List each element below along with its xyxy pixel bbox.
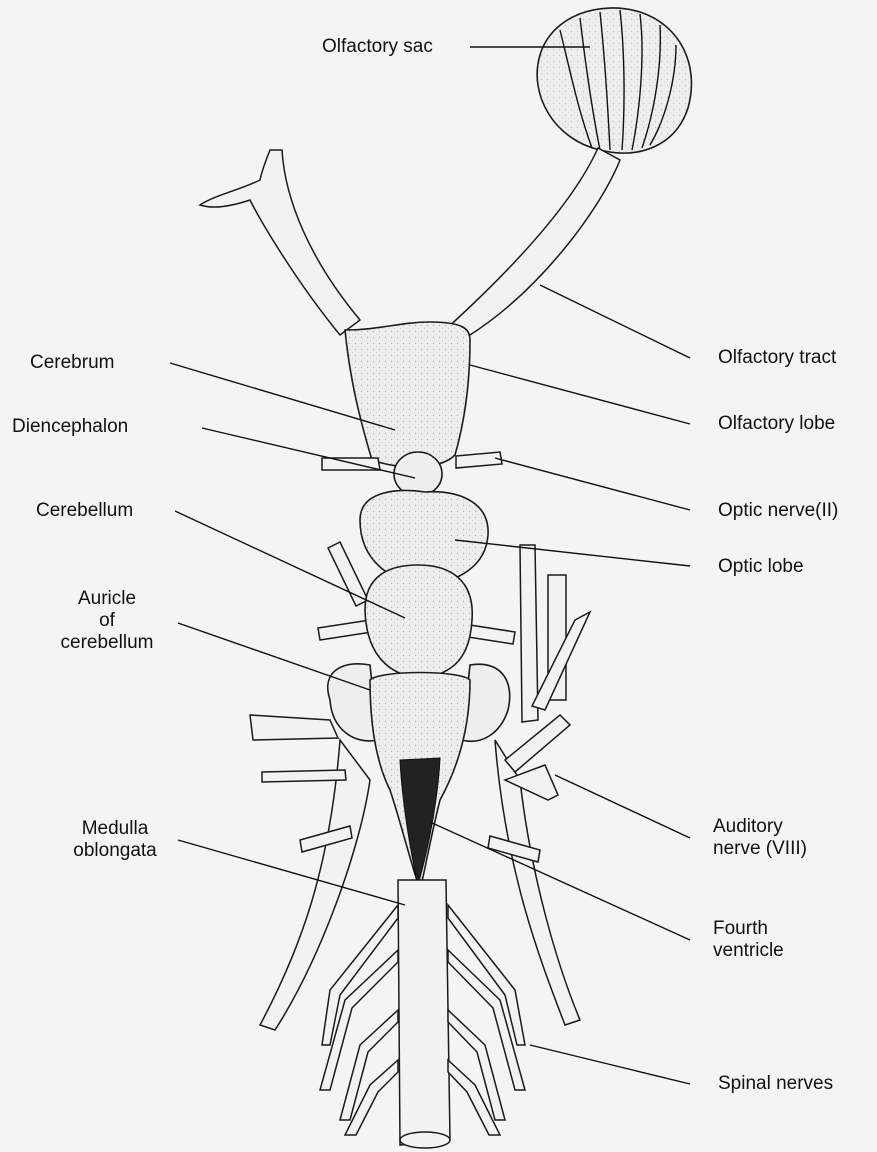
label-optic-nerve: Optic nerve(II) xyxy=(718,500,838,522)
spinal-cord-shape xyxy=(398,880,450,1145)
label-olfactory-sac: Olfactory sac xyxy=(322,36,433,58)
olfactory-tracts xyxy=(200,148,620,335)
label-diencephalon: Diencephalon xyxy=(12,416,128,438)
label-auditory-nerve: Auditory nerve (VIII) xyxy=(713,816,807,860)
diencephalon-shape xyxy=(394,452,442,496)
label-olfactory-tract: Olfactory tract xyxy=(718,347,836,369)
label-spinal-nerves: Spinal nerves xyxy=(718,1073,833,1095)
label-cerebellum: Cerebellum xyxy=(36,500,133,522)
label-auricle-of-cerebellum: Auricle of cerebellum xyxy=(42,588,172,654)
label-olfactory-lobe: Olfactory lobe xyxy=(718,413,835,435)
label-optic-lobe: Optic lobe xyxy=(718,556,804,578)
olfactory-sac-shape xyxy=(537,8,691,153)
label-cerebrum: Cerebrum xyxy=(30,352,114,374)
label-medulla-oblongata: Medulla oblongata xyxy=(60,818,170,862)
label-fourth-ventricle: Fourth ventricle xyxy=(713,918,784,962)
